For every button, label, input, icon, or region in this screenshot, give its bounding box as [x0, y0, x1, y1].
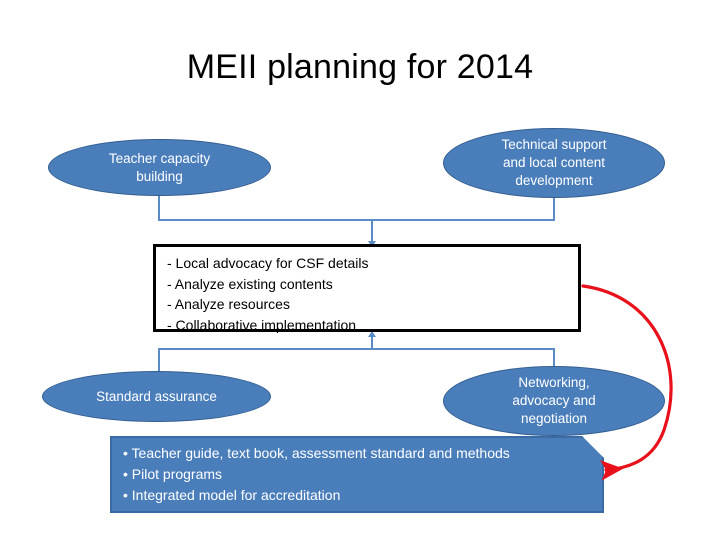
connector-top-left-stub: [158, 196, 160, 220]
page-title: MEII planning for 2014: [186, 48, 534, 86]
node-networking-advocacy-negotiation-label: Networking, advocacy and negotiation: [512, 375, 596, 426]
node-standard-assurance-label: Standard assurance: [96, 388, 217, 404]
deliverables-box-line: • Pilot programs: [123, 466, 223, 482]
deliverables-box-line: • Integrated model for accreditation: [123, 487, 341, 503]
connector-top-right-stub: [553, 198, 555, 220]
node-technical-support[interactable]: Technical support and local content deve…: [443, 128, 665, 198]
node-technical-support-label: Technical support and local content deve…: [501, 137, 607, 188]
central-box-line: - Analyze resources: [167, 296, 290, 312]
node-teacher-capacity-building[interactable]: Teacher capacity building: [48, 139, 271, 196]
connector-bottom-arrowhead-icon: [368, 331, 376, 337]
node-teacher-capacity-building-label: Teacher capacity building: [108, 150, 211, 184]
deliverables-box[interactable]: • Teacher guide, text book, assessment s…: [110, 436, 604, 513]
connector-top-drop: [371, 219, 373, 245]
connector-bottom-right-stub: [553, 348, 555, 370]
central-box-line: - Local advocacy for CSF details: [167, 255, 369, 271]
deliverables-box-line: • Teacher guide, text book, assessment s…: [123, 445, 510, 461]
connector-top-horizontal: [158, 219, 555, 221]
connector-bottom-horizontal: [158, 348, 555, 350]
central-box-line: - Analyze existing contents: [167, 275, 333, 292]
central-box-line: - Collaborative implementation: [167, 316, 357, 333]
node-networking-advocacy-negotiation[interactable]: Networking, advocacy and negotiation: [443, 366, 665, 436]
connector-bottom-riser: [371, 332, 373, 349]
connector-bottom-left-stub: [158, 348, 160, 373]
node-standard-assurance[interactable]: Standard assurance: [42, 371, 271, 422]
central-activities-box[interactable]: - Local advocacy for CSF details - Analy…: [153, 244, 581, 333]
